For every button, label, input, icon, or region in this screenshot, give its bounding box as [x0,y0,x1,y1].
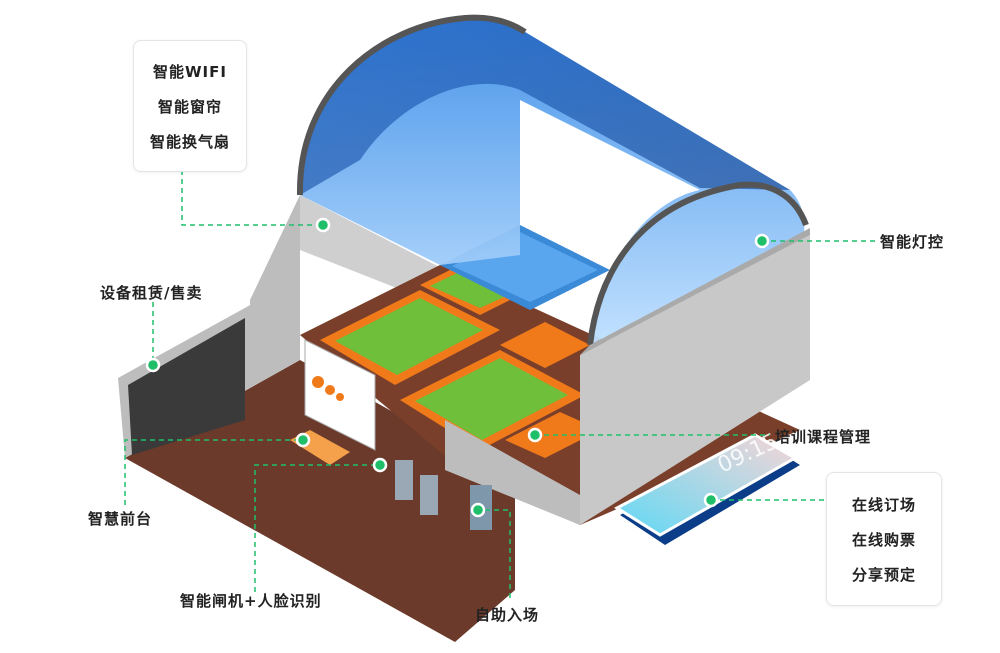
court [500,322,590,368]
hotspot-lighting [754,233,770,249]
callout-item: 智能WIFI [153,62,227,81]
right-wall [580,235,810,525]
callout-item: 智能换气扇 [149,132,230,151]
hotspot-online [703,492,719,508]
hotspot-self-entry [470,502,486,518]
callout-item: 在线购票 [851,530,916,549]
hotspot-training [527,427,543,443]
callout-item: 在线订场 [851,495,916,514]
smart-ventilation-callout: 智能WIFI 智能窗帘 智能换气扇 [133,40,247,172]
hotspot-gate [372,457,388,473]
phone-illustration [614,433,800,545]
lighting-label: 智能灯控 [880,233,945,251]
hotspot-equipment [145,357,161,373]
hotspot-ventilation [315,217,331,233]
front-desk-label: 智慧前台 [88,510,153,528]
court [505,412,600,458]
callout-item: 智能窗帘 [157,97,222,116]
hotspot-front-desk [295,432,311,448]
online-booking-callout: 在线订场 在线购票 分享预定 [826,472,942,606]
equipment-label: 设备租赁/售卖 [100,284,203,302]
callout-item: 分享预定 [851,565,916,584]
training-label: 培训课程管理 [775,428,872,446]
gate-label: 智能闸机+人脸识别 [180,592,322,610]
self-entry-label: 自助入场 [475,606,540,624]
